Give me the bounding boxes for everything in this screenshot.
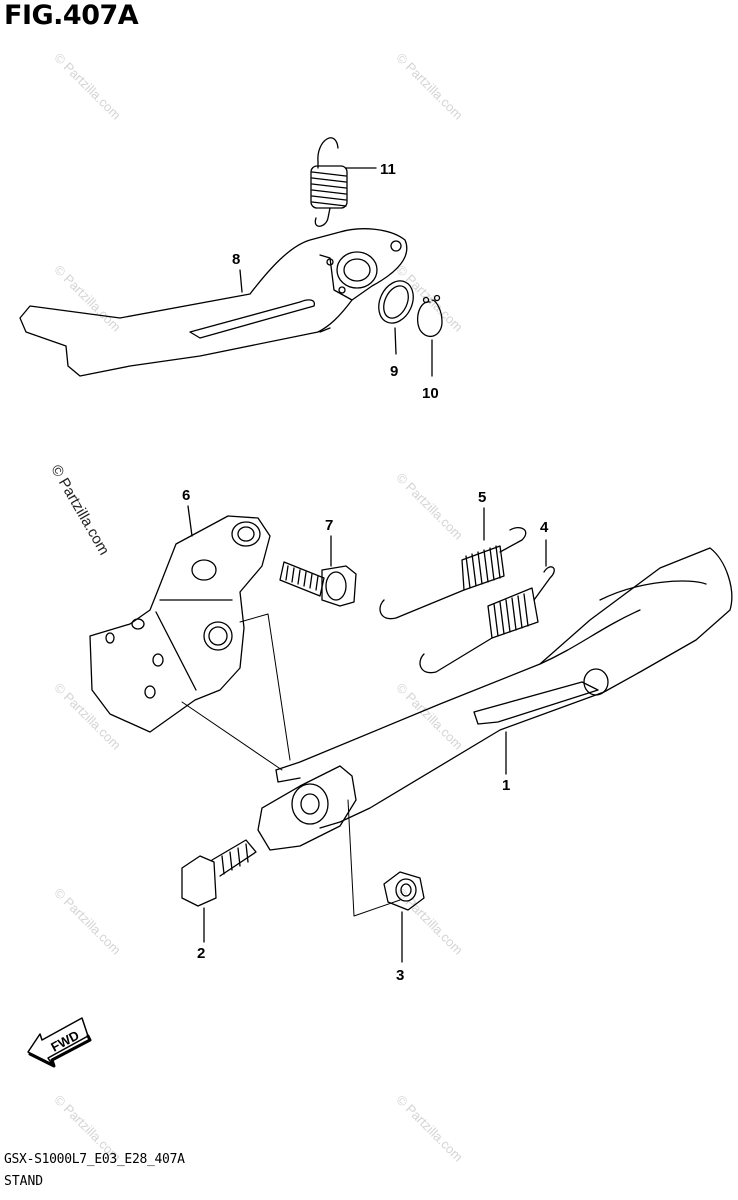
part-2-bolt[interactable] <box>181 839 257 943</box>
callout-9: 9 <box>390 363 398 380</box>
part-8-lever[interactable] <box>19 228 408 377</box>
part-5-spring[interactable] <box>379 507 527 620</box>
part-6-bracket[interactable] <box>89 505 271 733</box>
callout-10: 10 <box>422 385 439 402</box>
alignment-lines <box>181 613 401 917</box>
callout-8-leader <box>239 269 243 293</box>
part-4-spring[interactable] <box>419 539 555 674</box>
part-11-spring[interactable] <box>310 137 348 227</box>
figure-name: STAND <box>4 1174 44 1189</box>
callout-labels: 1 2 3 4 5 6 7 8 9 10 11 <box>182 161 549 984</box>
callout-1: 1 <box>502 777 510 794</box>
callout-4: 4 <box>540 519 549 536</box>
figure-code: GSX-S1000L7_E03_E28_407A <box>4 1152 185 1167</box>
part-10-circlip[interactable] <box>416 294 443 377</box>
part-7-bolt[interactable] <box>279 535 357 607</box>
callout-8: 8 <box>232 251 240 268</box>
callout-2: 2 <box>197 945 205 962</box>
part-1-stand[interactable] <box>257 547 733 851</box>
callout-5: 5 <box>478 489 486 506</box>
callout-7: 7 <box>325 517 333 534</box>
fwd-label: FWD <box>48 1027 81 1054</box>
figure-title: FIG.407A <box>4 0 139 31</box>
fwd-arrow-icon: FWD <box>27 1017 92 1068</box>
callout-3: 3 <box>396 967 404 984</box>
callout-11: 11 <box>380 161 396 178</box>
part-9-washer[interactable] <box>372 275 420 355</box>
callout-6: 6 <box>182 487 190 504</box>
part-3-nut[interactable] <box>383 871 425 963</box>
